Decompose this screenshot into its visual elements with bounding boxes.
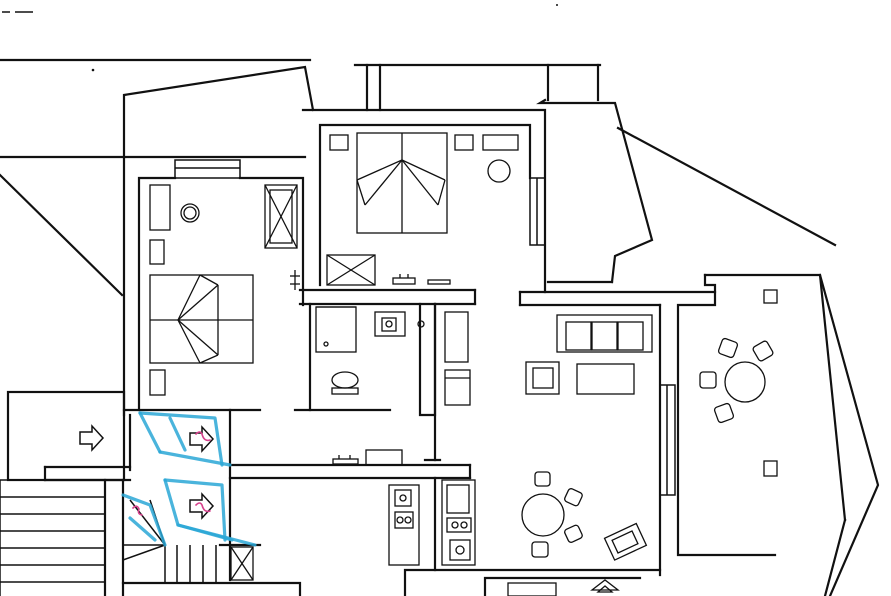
lounge-chair	[603, 522, 648, 561]
pink-annotation	[132, 431, 211, 516]
staircase	[0, 479, 217, 596]
double-bed-right	[356, 132, 448, 234]
double-bed-left	[149, 274, 254, 364]
corridor-arrow-1	[189, 425, 215, 453]
wardrobe-right	[326, 254, 376, 286]
coffee-table	[576, 363, 635, 395]
washbasin-symbols	[392, 274, 451, 285]
sofa	[556, 314, 653, 353]
blue-annotation	[121, 411, 257, 547]
entrance-arrow	[79, 424, 105, 452]
bedroom-right-furniture	[326, 132, 519, 286]
washbasin	[374, 311, 425, 337]
terrace-furniture	[699, 289, 778, 477]
bedroom-left-furniture	[149, 184, 300, 396]
wall-symbol	[290, 270, 300, 290]
wardrobe	[264, 184, 298, 249]
armchair	[525, 361, 560, 395]
bathroom-fixtures	[315, 306, 425, 395]
exterior-walls	[0, 58, 880, 596]
corridor-items	[332, 311, 471, 466]
interior-walls	[6, 288, 717, 596]
kitchen	[388, 479, 476, 566]
shower	[315, 306, 357, 353]
toilet	[331, 371, 359, 395]
terrace-table	[699, 337, 774, 424]
bottom-elements	[91, 4, 620, 596]
living-room-furniture	[521, 314, 653, 561]
dining-table	[521, 471, 583, 558]
